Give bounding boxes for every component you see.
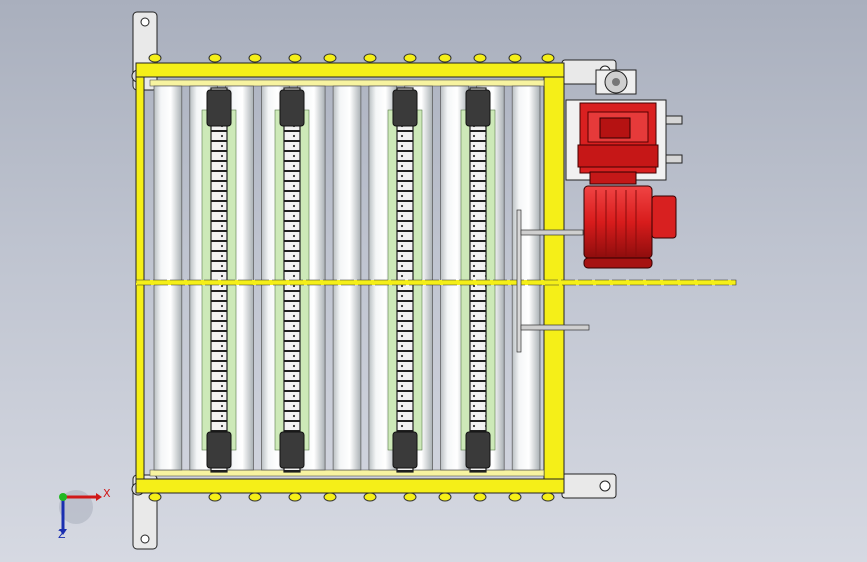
bolt [323,53,337,63]
tension-rod [516,209,590,353]
sprocket-bottom [465,431,491,469]
sprocket-bottom [279,431,305,469]
frame-bolts [148,53,555,502]
bolt [541,53,555,63]
drive-sprocket [595,69,637,95]
sprocket-top [279,89,305,127]
right-bottom-bracket [561,473,617,499]
bolt [541,492,555,502]
bolt [438,53,452,63]
bolt [403,53,417,63]
bolt [208,492,222,502]
y-axis-dot [59,493,67,501]
bolt [148,53,162,63]
z-axis-label: Z [58,528,66,541]
bolt [473,492,487,502]
center-rail [135,279,737,286]
bolt [508,53,522,63]
bolt [473,53,487,63]
bolt [403,492,417,502]
sprocket-top [392,89,418,127]
gearbox[interactable] [565,99,683,181]
sprocket-top [206,89,232,127]
axis-triad [59,490,102,535]
x-axis-arrowhead [96,493,102,501]
bolt [248,492,262,502]
bolt [508,492,522,502]
z-axis-arrowhead [59,529,67,535]
roller [332,85,362,471]
bolt [148,492,162,502]
sprocket-top [465,89,491,127]
bolt [288,53,302,63]
bolt [208,53,222,63]
bolt [288,492,302,502]
bolt [323,492,337,502]
x-axis-label: X [103,487,111,500]
roller [153,85,183,471]
bolt [438,492,452,502]
sprocket-bottom [206,431,232,469]
bolt [363,53,377,63]
roller [511,85,541,471]
sprocket-bottom [392,431,418,469]
electric-motor[interactable] [583,171,677,269]
bolt [363,492,377,502]
bolt [248,53,262,63]
conveyor-frame[interactable] [135,62,565,494]
